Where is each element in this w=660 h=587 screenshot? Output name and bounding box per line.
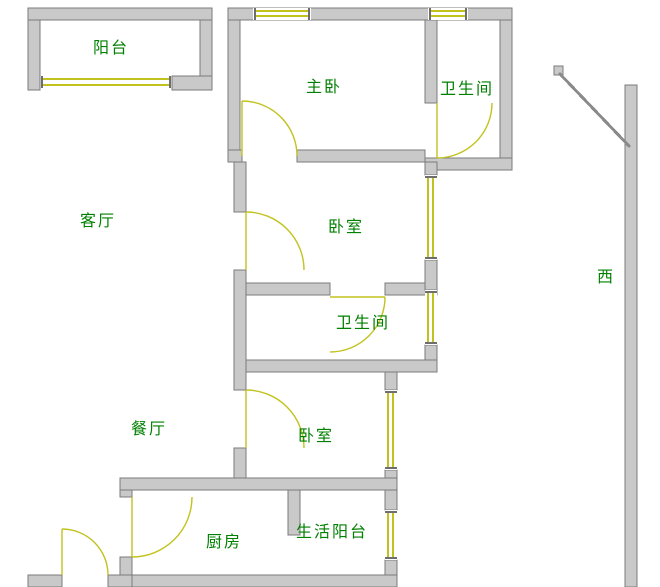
boundary-wall — [624, 84, 638, 587]
room-label-living-room: 客厅 — [80, 211, 117, 230]
wall-segment — [27, 19, 41, 91]
wall-segment — [499, 19, 513, 171]
door-entry — [61, 528, 109, 576]
room-label-master-bedroom: 主卧 — [306, 77, 343, 96]
wall-segment — [227, 19, 241, 151]
room-label-bathroom-mid: 卫生间 — [336, 313, 391, 332]
wall-segment — [384, 371, 398, 391]
wall-segment — [171, 75, 213, 91]
window — [425, 175, 437, 260]
wall-segment — [424, 161, 438, 176]
wall-segment — [384, 489, 398, 511]
door-bedroom-lower — [245, 389, 305, 449]
window — [428, 8, 468, 20]
wall-segment — [199, 19, 213, 77]
wall-segment — [384, 559, 398, 576]
wall-segment — [287, 489, 301, 536]
door-bedroom-mid — [245, 211, 305, 271]
room-label-bedroom-mid: 卧室 — [328, 217, 365, 236]
window — [385, 510, 397, 560]
wall-segment — [119, 489, 133, 498]
wall-segment — [245, 282, 331, 296]
wall-segment — [233, 269, 247, 391]
wall-segment — [227, 149, 243, 163]
wall-segment — [27, 7, 213, 21]
room-label-kitchen: 厨房 — [206, 532, 243, 551]
window — [425, 290, 437, 345]
door-kitchen — [131, 496, 193, 558]
door-bathroom-mid — [329, 296, 386, 353]
doors-layer — [61, 100, 493, 576]
room-label-service-balcony: 生活阳台 — [296, 522, 369, 541]
door-bathroom-top — [436, 102, 493, 159]
room-label-balcony: 阳台 — [93, 38, 130, 57]
wall-segment — [245, 359, 438, 373]
wall-end-cap — [553, 65, 564, 76]
wall-segment — [131, 574, 398, 587]
compass-west-label: 西 — [597, 267, 616, 286]
wall-segment — [233, 161, 247, 213]
wall-segment — [27, 574, 63, 587]
wall-segment — [424, 259, 438, 291]
wall-segment — [107, 574, 133, 587]
wall-segment — [233, 447, 247, 479]
window — [385, 390, 397, 470]
wall-segment — [424, 19, 438, 104]
windows-layer — [41, 8, 468, 560]
wall-segment — [296, 149, 426, 163]
wall-segment — [119, 477, 398, 491]
door-master-bedroom — [241, 100, 298, 157]
window — [41, 76, 171, 88]
room-label-bathroom-top: 卫生间 — [440, 79, 495, 98]
room-label-dining-room: 餐厅 — [131, 419, 168, 438]
window — [253, 8, 311, 20]
boundary-diagonal-wall — [558, 72, 631, 148]
wall-segment — [424, 157, 513, 171]
room-label-bedroom-lower: 卧室 — [298, 426, 335, 445]
